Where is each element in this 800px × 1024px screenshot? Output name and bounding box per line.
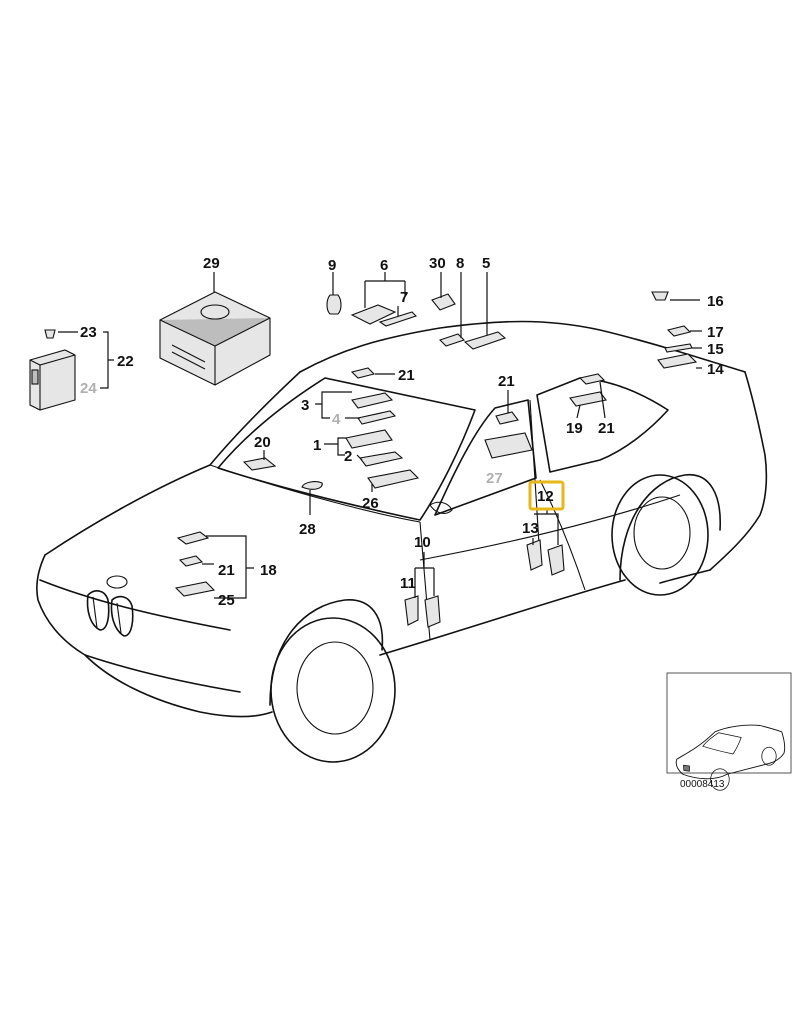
reference-number: 00008413 bbox=[680, 779, 725, 790]
callout-28[interactable]: 28 bbox=[299, 521, 316, 538]
callout-13[interactable]: 13 bbox=[522, 520, 539, 537]
callout-6[interactable]: 6 bbox=[380, 257, 388, 274]
callout-8[interactable]: 8 bbox=[456, 255, 464, 272]
callout-26[interactable]: 26 bbox=[362, 495, 379, 512]
car-body-outline bbox=[36, 320, 768, 763]
callout-22[interactable]: 22 bbox=[117, 353, 134, 370]
callout-19[interactable]: 19 bbox=[566, 420, 583, 437]
callout-5[interactable]: 5 bbox=[482, 255, 490, 272]
callout-24[interactable]: 24 bbox=[80, 380, 97, 397]
highlight-box bbox=[528, 480, 565, 511]
callout-20[interactable]: 20 bbox=[254, 434, 271, 451]
callout-2[interactable]: 2 bbox=[344, 448, 352, 465]
part-sketches bbox=[29, 291, 698, 628]
callout-7[interactable]: 7 bbox=[400, 289, 408, 306]
callout-15[interactable]: 15 bbox=[707, 341, 724, 358]
callout-4[interactable]: 4 bbox=[332, 411, 341, 428]
callout-21-b[interactable]: 21 bbox=[498, 373, 515, 390]
callout-9[interactable]: 9 bbox=[328, 257, 336, 274]
callout-30[interactable]: 30 bbox=[429, 255, 446, 272]
callout-labels: 29 9 6 7 30 8 5 16 23 17 15 22 14 21 21 … bbox=[80, 255, 724, 609]
callout-25[interactable]: 25 bbox=[218, 592, 235, 609]
callout-23[interactable]: 23 bbox=[80, 324, 97, 341]
callout-27[interactable]: 27 bbox=[486, 470, 503, 487]
callout-17[interactable]: 17 bbox=[707, 324, 724, 341]
callout-21-a[interactable]: 21 bbox=[398, 367, 415, 384]
callout-21-d[interactable]: 21 bbox=[218, 562, 235, 579]
callout-1[interactable]: 1 bbox=[313, 437, 321, 454]
callout-14[interactable]: 14 bbox=[707, 361, 724, 378]
callout-10[interactable]: 10 bbox=[414, 534, 431, 551]
callout-16[interactable]: 16 bbox=[707, 293, 724, 310]
callout-21-c[interactable]: 21 bbox=[598, 420, 615, 437]
callout-18[interactable]: 18 bbox=[260, 562, 277, 579]
thumbnail-inset: 00008413 bbox=[666, 672, 792, 791]
thumbnail-frame bbox=[666, 672, 792, 774]
callout-11[interactable]: 11 bbox=[400, 575, 416, 592]
leader-lines bbox=[58, 272, 702, 599]
callout-12[interactable]: 12 bbox=[537, 488, 554, 505]
callout-3[interactable]: 3 bbox=[301, 397, 309, 414]
callout-29[interactable]: 29 bbox=[203, 255, 220, 272]
